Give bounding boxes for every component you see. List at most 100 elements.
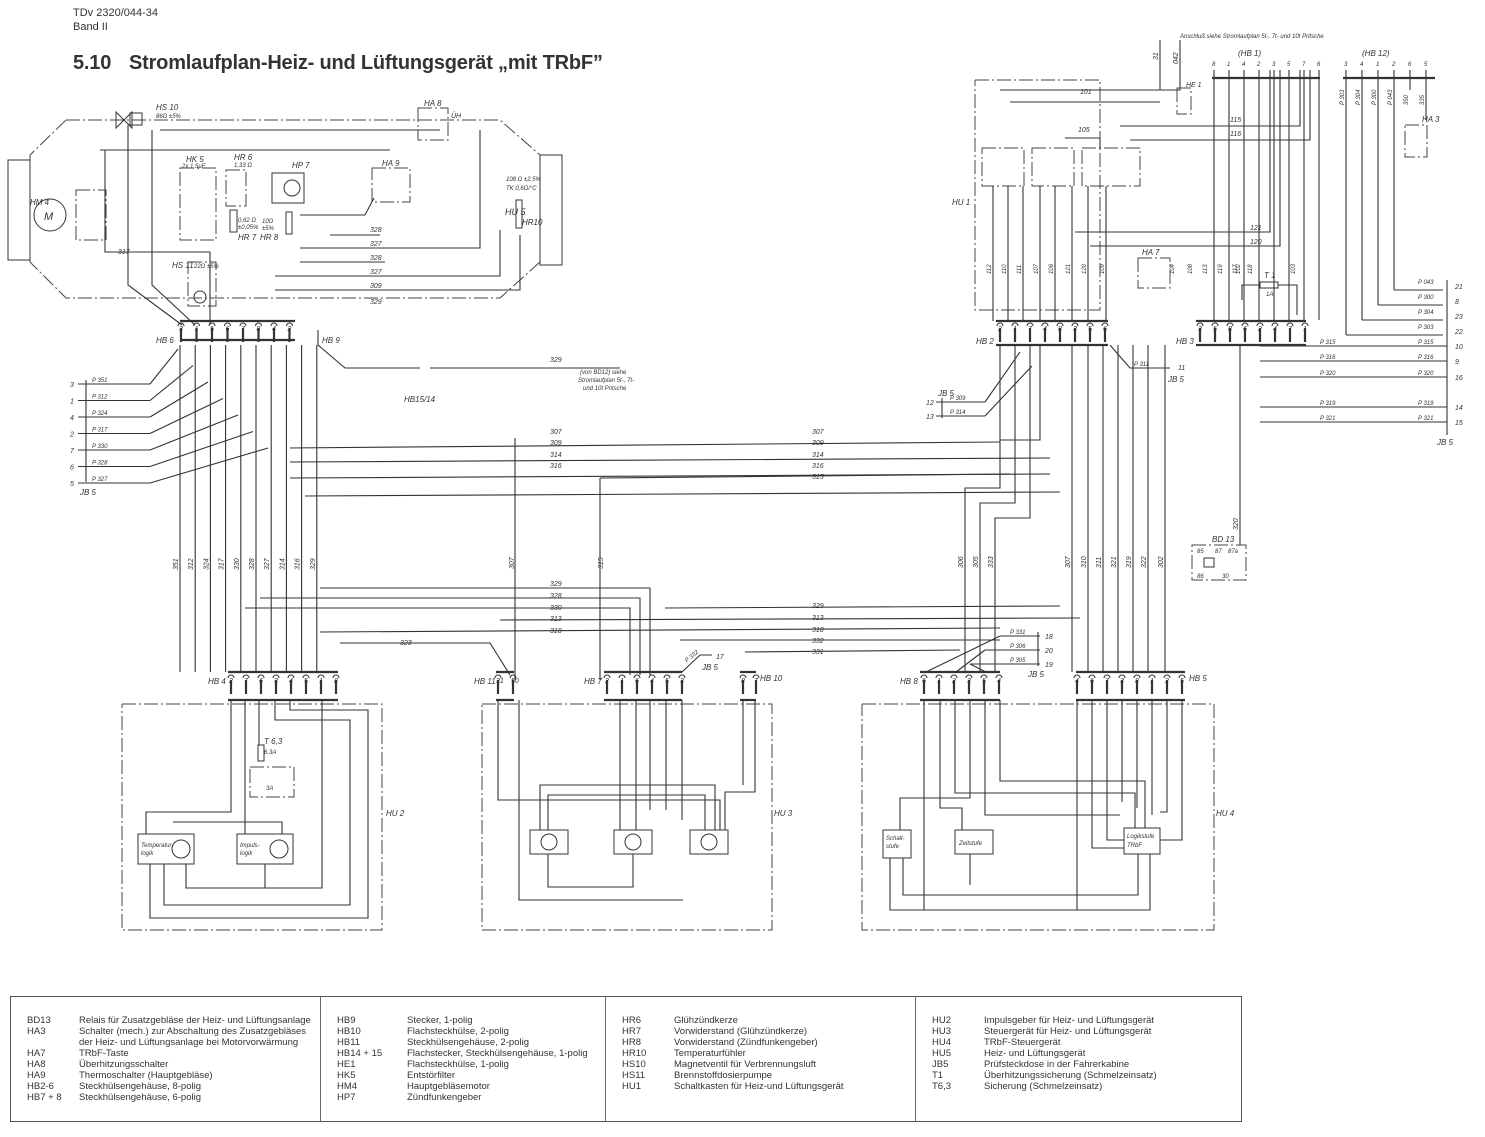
hk5-label: HK 5 (186, 155, 204, 164)
hb1-label: (HB 1) (1238, 49, 1261, 58)
legend-description: Entstörfilter (407, 1070, 456, 1081)
jb5-label: JB 5 (1436, 438, 1454, 447)
pin-label: 5 (1424, 62, 1428, 68)
wire-label: 118 (1248, 264, 1254, 274)
wire-label: 318 (812, 627, 824, 634)
legend-code: HB9 (337, 1015, 356, 1026)
pin-label: 3 (1272, 62, 1276, 68)
wire (979, 345, 1016, 672)
legend-code: HR7 (622, 1026, 642, 1037)
legend-description: Heiz- und Lüftungsgerät (984, 1048, 1086, 1059)
legend-code: HA9 (27, 1070, 46, 1081)
volume-label: Band II (73, 21, 108, 33)
doc-id: TDv 2320/044-34 (73, 7, 158, 19)
resistor-hr7-icon (229, 209, 238, 233)
hr10-label: HR10 (522, 218, 543, 227)
legend-code: HR10 (622, 1048, 647, 1059)
wire (964, 345, 1001, 672)
wire-label: 318 (550, 628, 562, 635)
hb5-pin: 4 (1073, 674, 1081, 694)
hb9-label: HB 9 (322, 336, 340, 345)
pin-label: 6 (1103, 326, 1107, 333)
hb15-note-line2: Stromlaufplan 5t-, 7t- (578, 378, 634, 384)
wire-label: 101 (1080, 89, 1092, 96)
ha8-label: HA 8 (424, 99, 442, 108)
hr7-label: HR 7 (238, 233, 257, 242)
pin-label: 1 (70, 399, 74, 406)
pin-label: 6 (259, 678, 263, 685)
hk5-value: 2x 1,5µF (181, 164, 206, 170)
legend-description: Glühzündkerze (674, 1015, 738, 1026)
wire-label: P 300 (1418, 295, 1434, 301)
pin-label: 5 (210, 326, 214, 333)
hs10-value: 86Ω ±5% (156, 114, 182, 120)
hb7-pin: 2 (603, 674, 611, 694)
wire-label: P 306 (1010, 644, 1026, 650)
wire-label: 307 (509, 556, 516, 569)
pin-label: 8 (741, 678, 745, 685)
wire-label: P 321 (1418, 416, 1433, 422)
temp-logic-label1: Temperatur- (141, 843, 173, 849)
hb2-pin: 4 (1041, 322, 1049, 342)
schalt-label2: stufe (886, 844, 900, 850)
hr8-value2: ±5% (262, 226, 275, 232)
legend-code: HP7 (337, 1092, 356, 1103)
transistor-icon (269, 839, 289, 859)
wire-label: P 321 (1320, 416, 1335, 422)
pin-label: 4 (1242, 62, 1246, 68)
legend-description: Steckhülsengehäuse, 6-polig (79, 1092, 202, 1103)
wire-label: 120 (1082, 263, 1088, 274)
wire-label: 351 (173, 558, 180, 570)
wire-label: 117 (1233, 264, 1239, 274)
hr6-value: 1,33 Ω (234, 163, 252, 169)
wire-label: P 305 (1010, 658, 1026, 664)
pin-label: 3 (1120, 678, 1124, 685)
hb2-pin: 6 (1101, 322, 1109, 342)
hb2-label: HB 2 (976, 337, 994, 346)
pin-label: 5 (1088, 326, 1092, 333)
wire-label: P 311 (1134, 362, 1149, 368)
hb2-pin: 3 (1071, 322, 1079, 342)
pin-label: 4 (1075, 678, 1079, 685)
legend-code: BD13 (27, 1015, 51, 1026)
legend-description: Sicherung (Schmelzeinsatz) (984, 1081, 1103, 1092)
schalt-label1: Schalt- (886, 836, 905, 842)
relay-icon (1081, 147, 1141, 187)
wire-label: 319 (1126, 556, 1133, 568)
hb4-pin: 2 (227, 674, 235, 694)
hb2-pin: 2 (996, 322, 1004, 342)
hb3-pin: 3 (1196, 322, 1204, 342)
hb4-pin: 3 (272, 674, 280, 694)
pin-label: 18 (1045, 634, 1053, 641)
legend-code: HB10 (337, 1026, 361, 1037)
spark-generator-hp7-icon (271, 172, 305, 204)
pin-label: 13 (926, 414, 934, 421)
t63-label: T 6,3 (264, 737, 283, 746)
he1-label: HE 1 (1186, 82, 1202, 89)
hr8-label: HR 8 (260, 233, 279, 242)
pin-label: 4 (272, 326, 276, 333)
jb5-label: JB 5 (701, 663, 719, 672)
wire-label: P 314 (950, 410, 966, 416)
legend-description: Schalter (mech.) zur Abschaltung des Zus… (79, 1026, 307, 1048)
hs10-label: HS 10 (156, 103, 179, 112)
wire-label: 314 (812, 452, 824, 459)
hb4-pin: 6 (257, 674, 265, 694)
pin-label: 3 (680, 678, 684, 685)
pin-label: 6 (1408, 62, 1412, 68)
hu3-control-unit: HU 3 (481, 700, 793, 931)
pin-label: 2 (1257, 326, 1262, 333)
